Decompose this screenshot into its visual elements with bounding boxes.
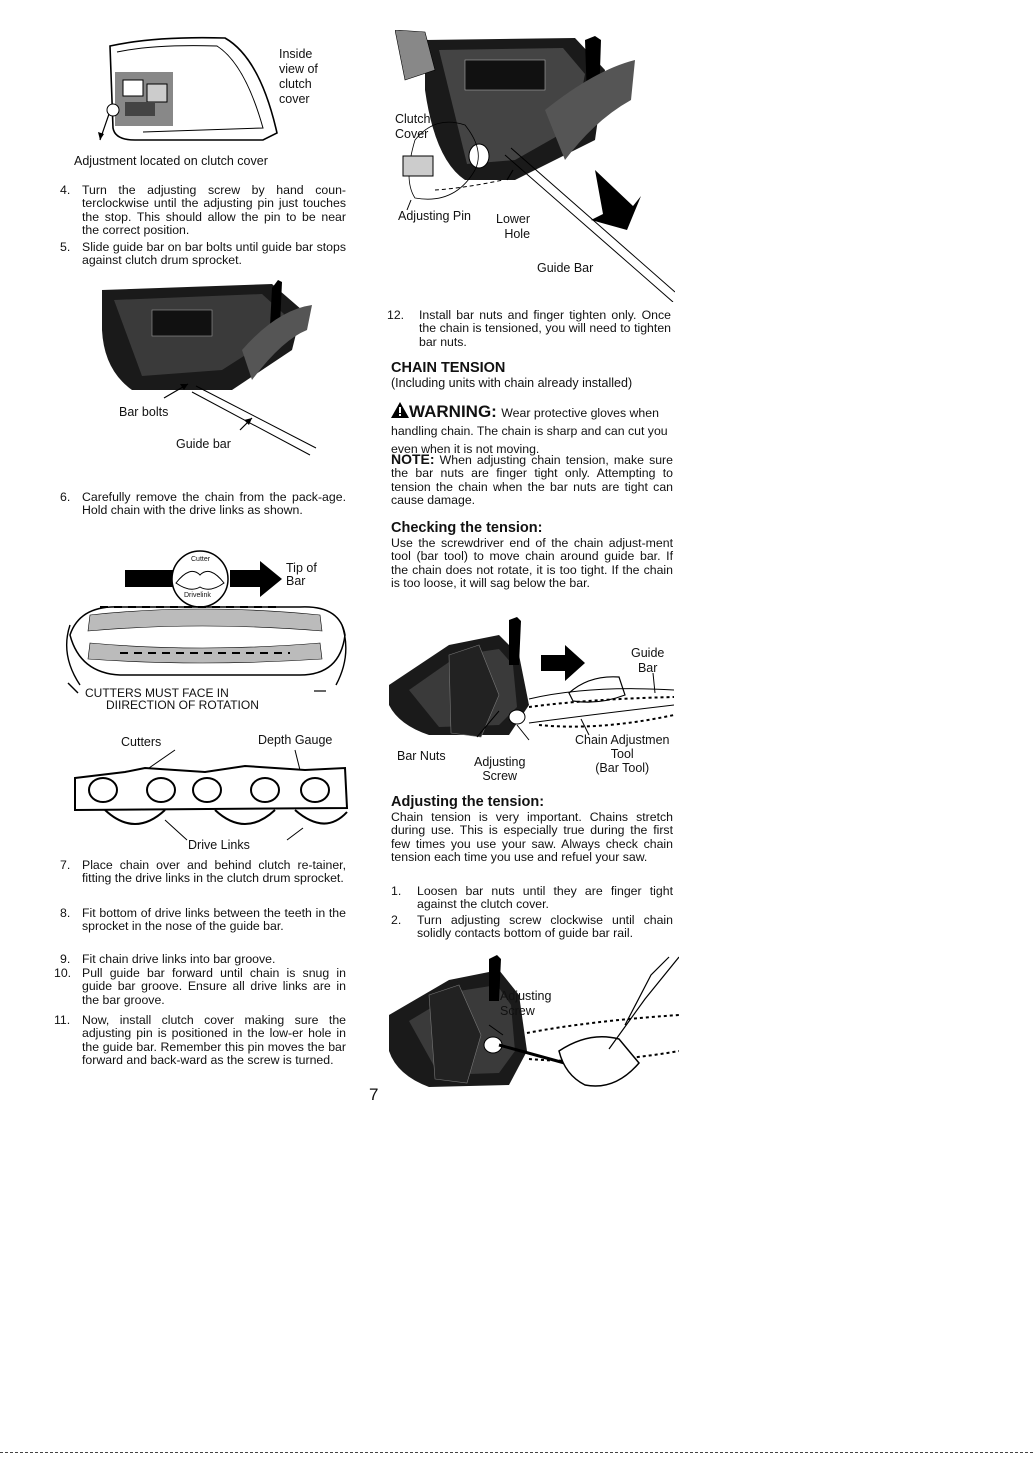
chain-tension-subheading: (Including units with chain already inst… bbox=[391, 376, 633, 390]
drivelink-label: Drivelink bbox=[184, 592, 211, 599]
note-label: NOTE: bbox=[391, 451, 435, 467]
bar-tool-figure bbox=[389, 615, 674, 750]
step-5-text: Slide guide bar on bar bolts until guide… bbox=[82, 240, 346, 268]
warning-triangle-icon bbox=[391, 402, 409, 418]
checking-tension-text: Use the screwdriver end of the chain adj… bbox=[391, 536, 673, 591]
bar-bolts-figure bbox=[92, 280, 320, 470]
adjusting-screw-label-tool: Adjusting Screw bbox=[474, 755, 526, 783]
step-11-text: Now, install clutch cover making sure th… bbox=[82, 1013, 346, 1068]
step-8-number: 8. bbox=[60, 906, 71, 920]
step-1-number: 1. bbox=[391, 884, 402, 898]
step-1-text: Loosen bar nuts until they are finger ti… bbox=[417, 884, 673, 912]
step-2-number: 2. bbox=[391, 913, 402, 927]
step-11-number: 11. bbox=[54, 1013, 71, 1027]
guide-bar-label-right: Guide Bar bbox=[537, 261, 594, 275]
clutch-cover-label: Clutch Cover bbox=[395, 112, 431, 141]
step-6-text: Carefully remove the chain from the pack… bbox=[82, 490, 346, 518]
drive-links-label: Drive Links bbox=[188, 838, 250, 852]
step-4-number: 4. bbox=[60, 183, 71, 197]
note-text: When adjusting chain tension, make sure … bbox=[391, 453, 673, 508]
warning-block: WARNING: Wear protective gloves when han… bbox=[391, 402, 673, 458]
step-10-number: 10. bbox=[54, 966, 72, 980]
step-9-text: Fit chain drive links into bar groove. bbox=[82, 952, 276, 966]
adjusting-pin-label: Adjusting Pin bbox=[398, 209, 471, 223]
page-edge-divider bbox=[0, 1452, 1033, 1453]
adjusting-tension-text: Chain tension is very important. Chains … bbox=[391, 810, 673, 865]
warning-text: Wear protective gloves when handling cha… bbox=[391, 406, 668, 456]
step-7-text: Place chain over and behind clutch re-ta… bbox=[82, 858, 346, 886]
step-12-text: Install bar nuts and finger tighten only… bbox=[419, 308, 671, 349]
step-4-text: Turn the adjusting screw by hand coun-te… bbox=[82, 183, 346, 238]
warning-label: WARNING: bbox=[409, 402, 497, 421]
chain-adjustment-tool-label: Chain Adjustmen Tool (Bar Tool) bbox=[575, 733, 670, 775]
clutch-cover-install-figure bbox=[395, 30, 675, 302]
cutters-label: Cutters bbox=[121, 735, 162, 749]
depth-gauge-label: Depth Gauge bbox=[258, 733, 333, 747]
step-5-number: 5. bbox=[60, 240, 71, 254]
adjusting-screw-figure bbox=[389, 955, 679, 1103]
checking-tension-heading: Checking the tension: bbox=[391, 520, 543, 536]
guide-bar-label-left: Guide bar bbox=[176, 437, 231, 451]
direction-of-rotation-label: DIIRECTION OF ROTATION bbox=[106, 698, 259, 712]
step-9-number: 9. bbox=[60, 952, 71, 966]
page-number: 7 bbox=[369, 1085, 379, 1104]
adjusting-tension-heading: Adjusting the tension: bbox=[391, 794, 545, 810]
chain-direction-figure bbox=[60, 535, 350, 715]
note-block: NOTE: When adjusting chain tension, make… bbox=[391, 451, 673, 508]
tip-of-bar-label: Tip of Bar bbox=[286, 561, 317, 588]
cutters-must-face-label: CUTTERS MUST FACE IN bbox=[85, 686, 229, 700]
cutter-label: Cutter bbox=[191, 556, 211, 563]
bar-bolts-label: Bar bolts bbox=[119, 405, 169, 419]
step-8-text: Fit bottom of drive links between the te… bbox=[82, 906, 346, 934]
step-10-text: Pull guide bar forward until chain is sn… bbox=[82, 966, 346, 1007]
step-6-number: 6. bbox=[60, 490, 71, 504]
clutch-cover-inside-label: Inside view of clutch cover bbox=[279, 47, 318, 106]
lower-hole-label: Lower Hole bbox=[496, 212, 531, 241]
bar-nuts-label: Bar Nuts bbox=[397, 749, 446, 763]
step-12-number: 12. bbox=[387, 308, 405, 322]
step-7-number: 7. bbox=[60, 858, 71, 872]
chain-parts-figure bbox=[65, 748, 355, 848]
chain-tension-heading: CHAIN TENSION bbox=[391, 360, 506, 376]
step-2-text: Turn adjusting screw clockwise until cha… bbox=[417, 913, 673, 941]
adjusting-screw-label: Adjusting Screw bbox=[500, 989, 552, 1018]
guide-bar-label-tool: Guide Bar bbox=[631, 646, 665, 675]
clutch-cover-caption: Adjustment located on clutch cover bbox=[74, 154, 268, 168]
clutch-cover-inside-figure bbox=[95, 28, 285, 150]
